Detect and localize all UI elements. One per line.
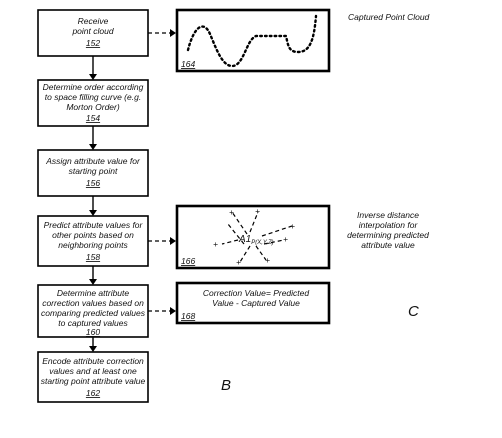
- svg-text:Inverse distance: Inverse distance: [357, 210, 419, 220]
- svg-text:point cloud: point cloud: [71, 26, 113, 36]
- step-text-encode: Encode attribute correction values and a…: [41, 356, 146, 398]
- svg-text:to space filling curve (e.g.: to space filling curve (e.g.: [45, 92, 141, 102]
- svg-text:starting point attribute value: starting point attribute value: [41, 376, 146, 386]
- step-text-receive: Receive point cloud 152: [71, 16, 113, 48]
- svg-text:+: +: [213, 239, 218, 249]
- svg-text:values and at least one: values and at least one: [49, 366, 137, 376]
- svg-text:attribute value: attribute value: [361, 240, 415, 250]
- interpolation-panel: [175, 204, 331, 270]
- step-box-receive: [37, 9, 149, 57]
- svg-text:determining predicted: determining predicted: [347, 230, 429, 240]
- interpolation-caption: Inverse distance interpolation for deter…: [347, 210, 429, 250]
- step-text-correction: Determine attribute correction values ba…: [41, 288, 146, 337]
- panel-connectors: [148, 29, 176, 315]
- svg-text:+: +: [290, 221, 295, 231]
- figure-label-b: B: [221, 377, 231, 394]
- svg-text:+: +: [236, 257, 241, 267]
- step-ref-158: 158: [86, 252, 100, 262]
- figure-label-c: C: [408, 303, 419, 320]
- step-ref-156: 156: [86, 178, 100, 188]
- step-text-predict: Predict attribute values for other point…: [44, 220, 144, 262]
- step-ref-152: 152: [86, 38, 100, 48]
- svg-text:to captured values: to captured values: [58, 318, 128, 328]
- panel-ref-168: 168: [181, 311, 195, 321]
- step-text-assign: Assign attribute value for starting poin…: [45, 156, 141, 188]
- flow-connectors: [89, 56, 97, 352]
- correction-formula-line-1: Correction Value= Predicted: [203, 288, 310, 298]
- step-ref-162: 162: [86, 388, 100, 398]
- point-label: A1: [238, 234, 251, 245]
- svg-text:correction values based on: correction values based on: [42, 298, 144, 308]
- svg-text:starting point: starting point: [69, 166, 118, 176]
- svg-text:Assign attribute value for: Assign attribute value for: [45, 156, 141, 166]
- svg-text:Determine order according: Determine order according: [43, 82, 144, 92]
- point-subscript: P(X,Y,Z): [251, 240, 273, 246]
- svg-text:Encode attribute correction: Encode attribute correction: [42, 356, 144, 366]
- svg-text:+: +: [265, 255, 270, 265]
- step-text-determine-order: Determine order according to space filli…: [43, 82, 144, 123]
- svg-text:Morton Order): Morton Order): [66, 102, 120, 112]
- step-ref-160: 160: [86, 327, 100, 337]
- step-ref-154: 154: [86, 113, 100, 123]
- correction-value-panel: [175, 281, 331, 325]
- captured-point-cloud-panel: [175, 8, 331, 73]
- panel-ref-164: 164: [181, 59, 195, 69]
- svg-text:neighboring points: neighboring points: [58, 240, 128, 250]
- correction-formula-line-2: Value - Captured Value: [212, 298, 300, 308]
- svg-text:Determine attribute: Determine attribute: [57, 288, 130, 298]
- step-box-determine-order: [37, 79, 149, 127]
- svg-text:+: +: [229, 207, 234, 217]
- panel-ref-166: 166: [181, 256, 195, 266]
- step-box-encode: [37, 351, 149, 403]
- svg-text:+: +: [283, 234, 288, 244]
- svg-text:A1P(X,Y,Z): A1P(X,Y,Z): [238, 234, 274, 246]
- svg-text:Predict attribute values for: Predict attribute values for: [44, 220, 144, 230]
- interpolation-diagram: + + + + + + +: [213, 206, 295, 267]
- svg-text:interpolation for: interpolation for: [359, 220, 419, 230]
- svg-text:other points based on: other points based on: [52, 230, 134, 240]
- captured-point-cloud-caption: Captured Point Cloud: [348, 12, 430, 22]
- svg-text:comparing predicted values: comparing predicted values: [41, 308, 146, 318]
- svg-text:Receive: Receive: [78, 16, 109, 26]
- point-cloud-curve: [186, 14, 318, 68]
- svg-text:+: +: [255, 206, 260, 216]
